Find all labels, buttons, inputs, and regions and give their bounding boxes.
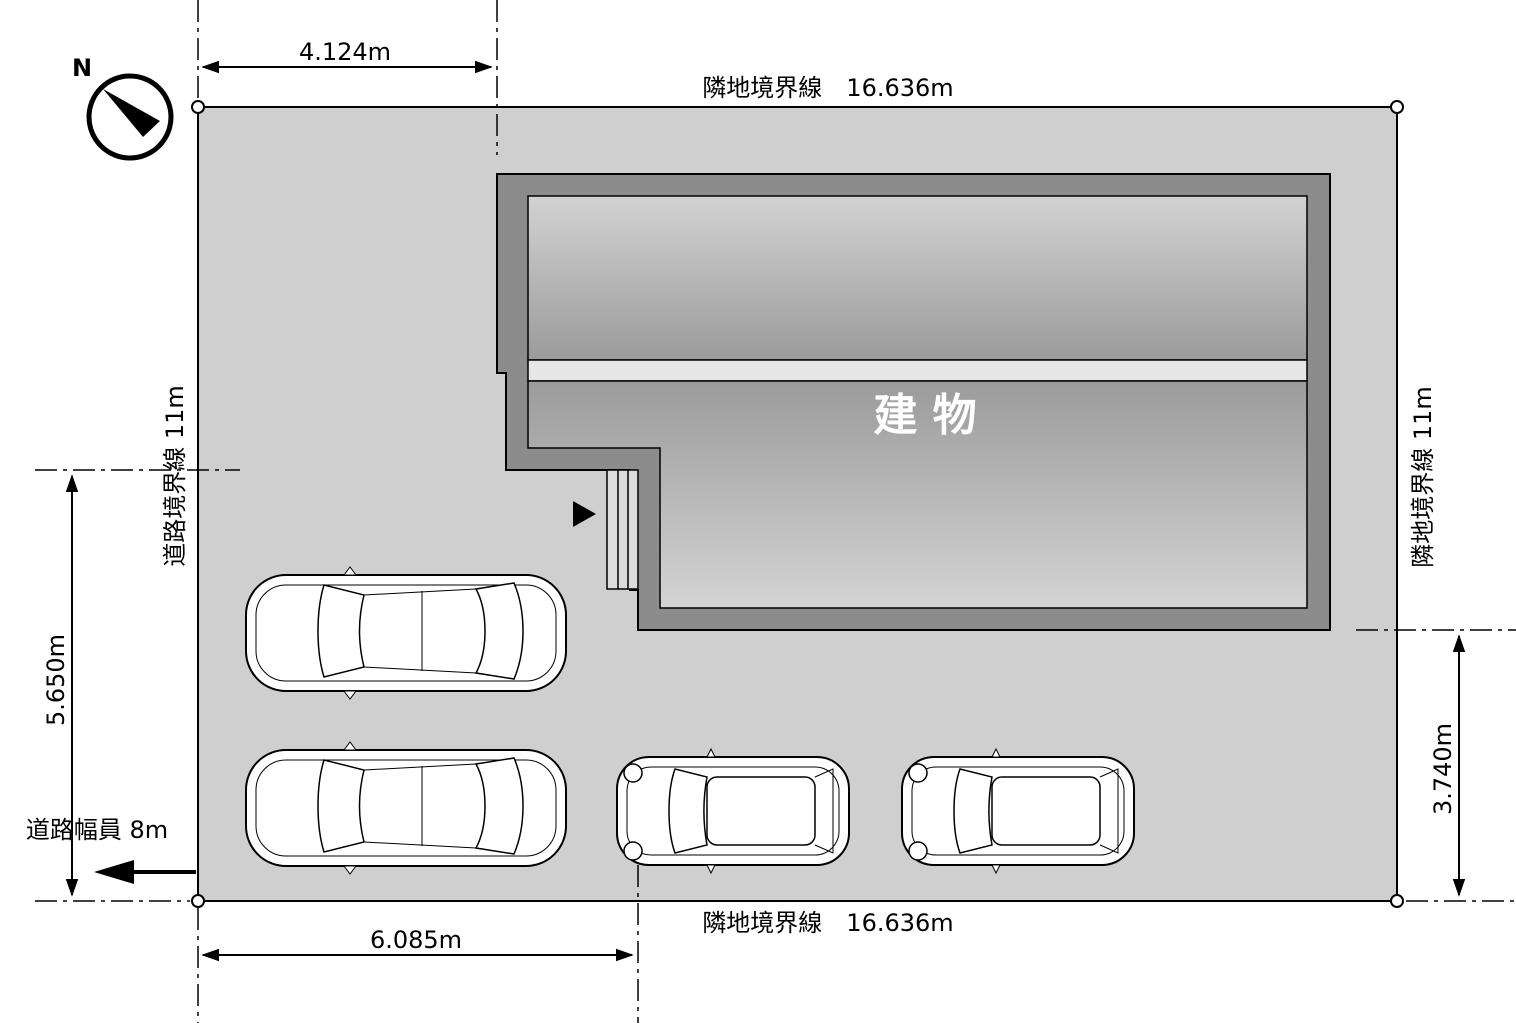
- boundary-top-label: 隣地境界線 16.636m: [702, 74, 953, 102]
- dimension-arrows: [65, 60, 1466, 962]
- parking-car-1: [245, 566, 567, 700]
- dim-bottom-offset: 6.085m: [370, 926, 462, 954]
- parking-car-4: [901, 747, 1135, 875]
- dim-right-height: 3.740m: [1429, 723, 1457, 815]
- entrance-arrow-icon: [573, 501, 596, 527]
- entrance-steps: [606, 469, 639, 590]
- boundary-bottom-label: 隣地境界線 16.636m: [702, 909, 953, 937]
- compass-label: N: [72, 54, 92, 82]
- roof-upper: [527, 195, 1308, 361]
- road-width-label: 道路幅員 8m: [26, 816, 168, 844]
- north-arrow-icon: [86, 73, 174, 161]
- roof-ridge: [527, 359, 1308, 382]
- boundary-right-label: 隣地境界線 11m: [1409, 386, 1437, 568]
- corner-markers: [191, 100, 1404, 908]
- reference-lines: [35, 0, 1516, 1023]
- dim-left-height: 5.650m: [42, 634, 70, 726]
- road-direction-arrow-icon: [94, 860, 196, 884]
- dim-top-offset: 4.124m: [299, 38, 391, 66]
- parking-car-2: [245, 741, 567, 875]
- parking-car-3: [616, 747, 850, 875]
- building-label: 建 物: [873, 390, 976, 441]
- roof-lower: [527, 380, 1308, 609]
- boundary-left-label: 道路境界線 11m: [161, 385, 189, 567]
